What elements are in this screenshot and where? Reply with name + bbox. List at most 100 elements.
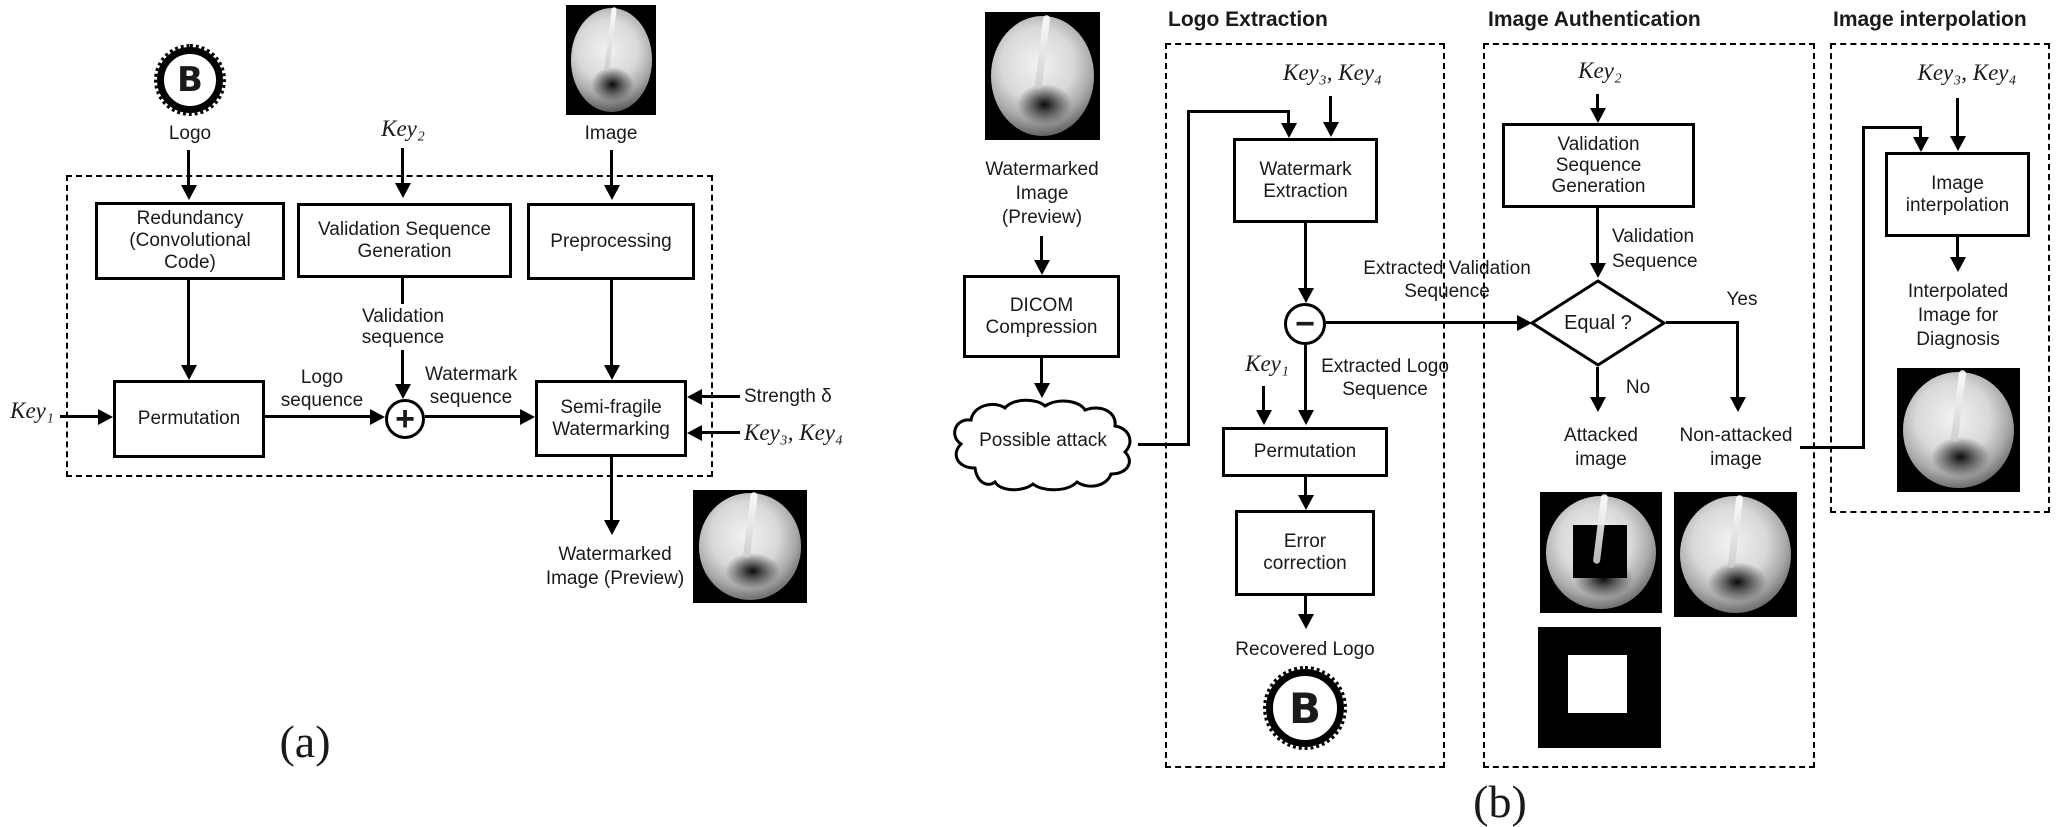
xray-shadow [1708,562,1768,602]
wm-in-line3: (Preview) [1001,207,1083,228]
flow-line [1862,126,1865,449]
watermarked-input-thumbnail [985,12,1100,140]
arrowhead-left [687,389,702,405]
non-attacked-image-thumbnail [1674,492,1797,617]
permutation-b-label: Permutation [1253,441,1357,462]
image-label: Image [584,123,638,144]
flow-line [1666,321,1739,324]
flow-line [1040,358,1043,385]
flow-line [401,278,404,304]
flow-line [60,415,100,418]
xray-shadow [1017,83,1073,125]
flow-line [1304,345,1307,412]
arrowhead-down [1298,614,1314,629]
flow-line [700,431,740,434]
interpolated-image-thumbnail [1897,368,2020,492]
arrowhead-down [395,384,411,399]
arrowhead-down [1590,108,1606,123]
flow-line [1138,443,1190,446]
error-correction-box: Error correction [1235,510,1375,596]
arrowhead-down [1034,383,1050,398]
wm-in-line1: Watermarked [985,159,1099,180]
tamper-patch [1572,524,1627,578]
watermark-extraction-box: Watermark Extraction [1233,138,1378,223]
vsg-b-line3: Generation [1551,176,1646,197]
non-attacked-line1: Non-attacked [1679,425,1793,446]
semi-fragile-line1: Semi-fragile [560,396,662,418]
caption-a: (a) [279,716,331,767]
tamper-localization-map [1538,627,1661,748]
arrowhead-down [1256,410,1272,425]
watermark-sequence-label: Watermark sequence [425,363,517,409]
b-logo: B [154,44,226,116]
section-title-image-interpolation: Image interpolation [1833,8,2027,31]
interp-out-line1: Interpolated [1907,281,2009,302]
arrowhead-down [1298,288,1314,303]
flow-line [1262,386,1265,412]
non-attacked-line2: image [1710,449,1762,470]
flow-line [1304,477,1307,497]
flow-line [1304,596,1307,616]
section-title-image-authentication: Image Authentication [1488,8,1701,31]
validation-sequence-label-auth: Validation Sequence [1612,224,1732,274]
arrowhead-left [687,425,702,441]
flow-line [1287,110,1290,125]
flow-line [1800,446,1865,449]
redundancy-line2: (Convolutional [129,230,251,251]
arrowhead-down [1950,136,1966,151]
no-label: No [1625,377,1651,398]
flow-line [401,350,404,385]
arrowhead-down [1034,260,1050,275]
plus-node: + [385,399,425,439]
flow-line [610,150,613,187]
recovered-b-letter: B [1288,683,1321,733]
arrowhead-right [1517,315,1532,331]
arrowhead-down [181,365,197,380]
flow-line [610,280,613,367]
arrowhead-down [1730,397,1746,412]
flow-line [265,415,372,418]
extr-val-line2: Sequence [1404,281,1490,302]
wm-seq-line1: Watermark [425,364,518,385]
interpolated-output-label: Interpolated Image for Diagnosis [1888,280,2028,352]
b-logo-letter: B [177,60,203,100]
logo-seq-line1: Logo [300,367,344,388]
flow-line [425,415,520,418]
flow-line [610,457,613,522]
dicom-line2: Compression [985,316,1098,338]
wm-in-line2: Image [1015,183,1069,204]
arrowhead-down [1590,263,1606,278]
arrowhead-down [604,365,620,380]
errc-line2: correction [1263,553,1347,574]
possible-attack-cloud: Possible attack [945,398,1141,493]
embedding-dashed-boundary [66,175,713,477]
minus-node: − [1284,303,1326,345]
key34-label: Key₃, Key₄ [744,420,844,445]
flow-line [1326,321,1517,324]
key34-label-interpolation: Key₃, Key₄ [1917,60,2017,85]
arrowhead-down [1298,410,1314,425]
validation-seq-line1: Validation [361,306,445,327]
interp-line1: Image [1931,172,1984,194]
redundancy-box: Redundancy (Convolutional Code) [95,202,285,280]
vsg-b-line1: Validation [1557,134,1640,155]
xray-shadow [1931,437,1991,478]
extr-logo-line2: Sequence [1342,379,1428,400]
wm-seq-line2: sequence [429,387,513,408]
interp-out-line2: Image for [1917,305,1999,326]
image-interpolation-box: Image interpolation [1885,152,2030,237]
logo-sequence-label: Logo sequence [277,366,367,412]
vsg-line1: Validation Sequence [318,218,491,240]
flow-line [1187,110,1190,446]
flow-line [1329,96,1332,124]
flow-line [401,148,404,185]
wmx-line2: Extraction [1263,180,1348,202]
arrowhead-right [370,409,385,425]
semi-fragile-line2: Watermarking [552,418,670,440]
non-attacked-image-label: Non-attacked image [1666,424,1806,472]
tamper-region-white-square [1567,654,1627,713]
watermarked-output-label: Watermarked Image (Preview) [540,543,690,591]
val-seq-b-line1: Validation [1612,226,1695,247]
extracted-validation-label: Extracted Validation Sequence [1347,257,1547,303]
